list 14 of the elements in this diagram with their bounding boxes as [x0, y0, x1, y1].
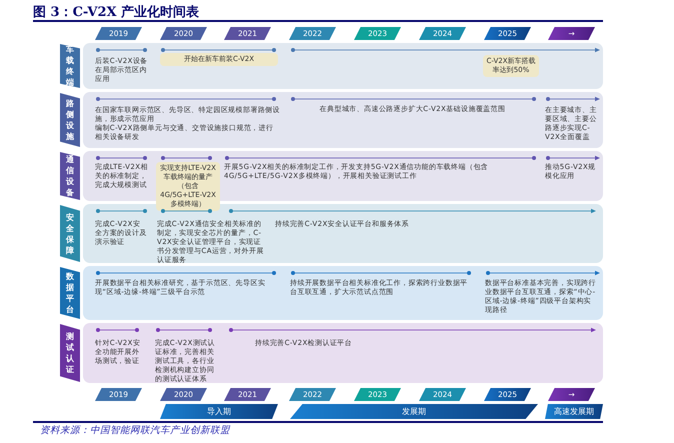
row-panel [60, 43, 603, 89]
row-label-tab: 数据平台 [60, 267, 80, 319]
source-caption: 资料来源：中国智能网联汽车产业创新联盟 [40, 424, 230, 437]
row-panel [60, 266, 603, 320]
row-panel [60, 92, 603, 148]
phase-banner: 导入期 [160, 404, 278, 419]
row-label-tab: 路侧设施 [60, 93, 80, 147]
row-label-tab: 测试认证 [60, 324, 80, 382]
phase-banner: 发展期 [290, 404, 538, 419]
row-label-tab: 通信设备 [60, 152, 80, 200]
row-label-tab: 安全保障 [60, 205, 80, 262]
figure-title: 图 3：C-V2X 产业化时间表 [33, 4, 200, 21]
phase-banner: 高速发展期 [545, 404, 603, 419]
row-panel [60, 323, 603, 383]
